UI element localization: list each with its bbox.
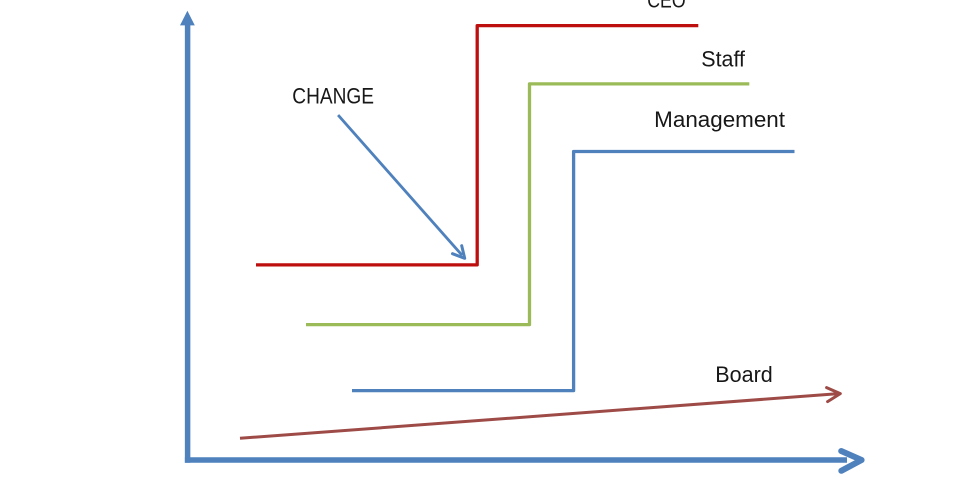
svg-text:Board: Board [715, 362, 773, 387]
svg-text:Management: Management [654, 107, 785, 132]
svg-text:CEO: CEO [647, 0, 685, 13]
svg-text:CHANGE: CHANGE [292, 84, 374, 109]
svg-text:Staff: Staff [701, 46, 746, 71]
